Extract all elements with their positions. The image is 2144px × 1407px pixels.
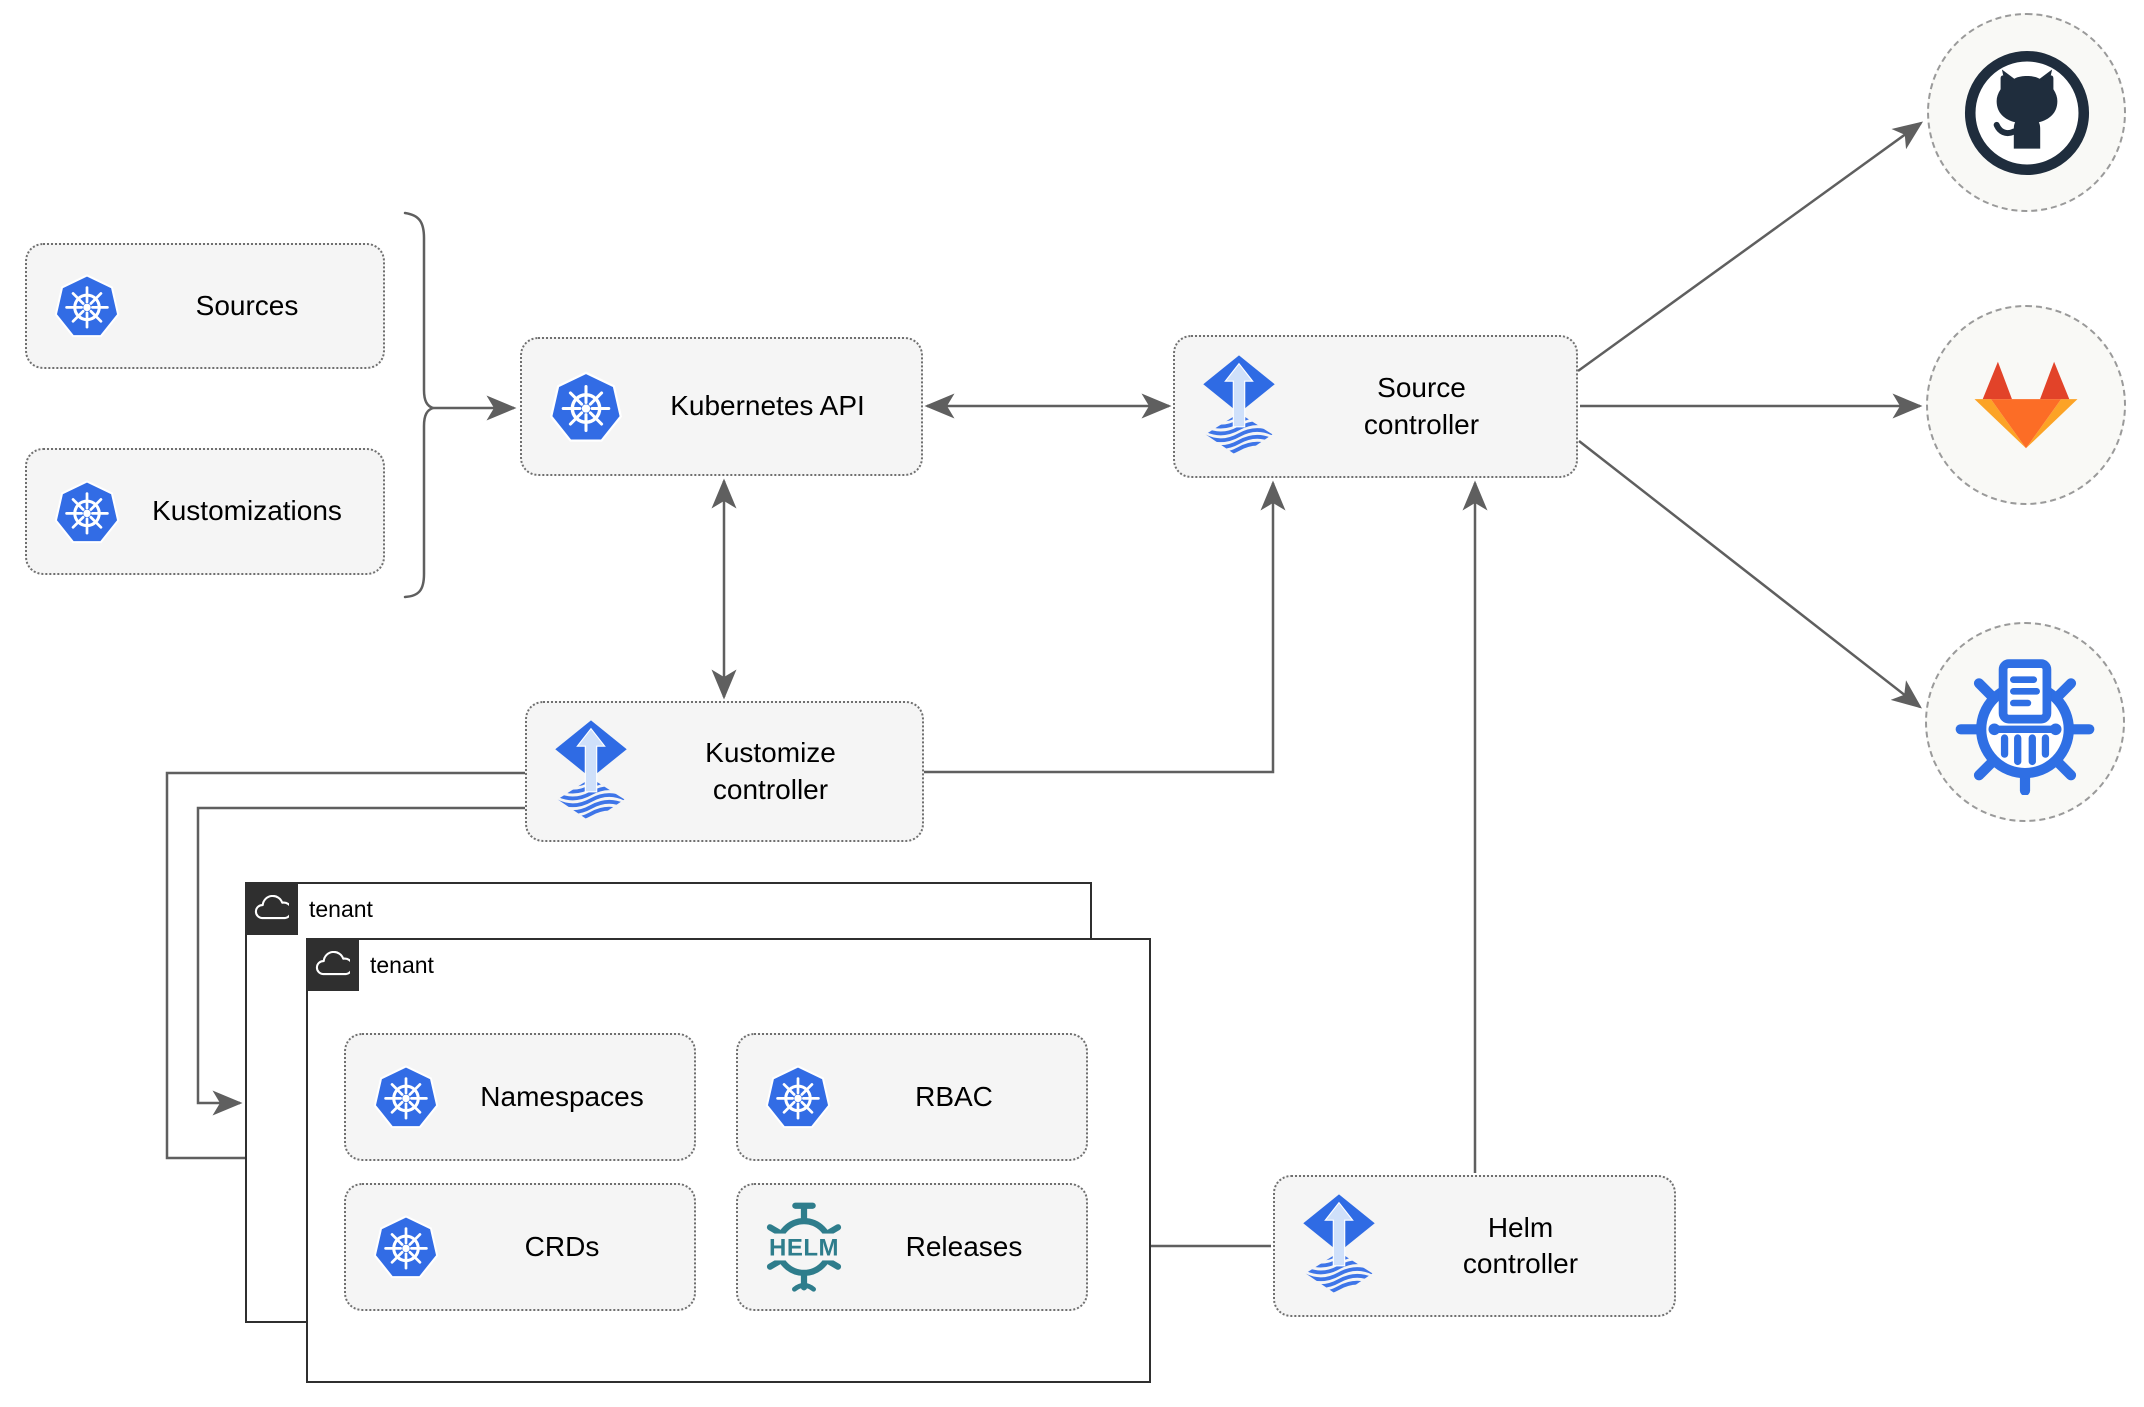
tenant-outer-label: tenant xyxy=(309,896,373,922)
node-crds: CRDs xyxy=(344,1183,696,1311)
kubernetes-icon xyxy=(372,1063,440,1131)
edge-kustomizectrl-sourcectrl xyxy=(924,480,1286,774)
edge-sourcectrl-registry xyxy=(1578,440,1922,709)
edge-kustomizectrl-tenant-outer xyxy=(196,806,525,1116)
gitlab-icon xyxy=(1974,361,2078,449)
node-label: Kustomize controller xyxy=(705,737,836,805)
helm-icon xyxy=(756,1199,852,1295)
node-label: Helm controller xyxy=(1462,1211,1579,1279)
cloud-icon xyxy=(254,895,289,920)
node-label: Source controller xyxy=(1363,372,1480,440)
kubernetes-icon xyxy=(53,272,121,340)
node-helm-controller: Helm controller xyxy=(1273,1175,1676,1317)
node-label: Kustomizations xyxy=(152,495,342,527)
node-kustomizations: Kustomizations xyxy=(25,448,385,575)
kubernetes-icon xyxy=(764,1063,832,1131)
tenant-inner-tab xyxy=(305,937,359,991)
node-kustomize-controller: Kustomize controller xyxy=(525,701,924,842)
node-label: RBAC xyxy=(915,1080,993,1112)
node-kubernetes-api: Kubernetes API xyxy=(520,337,923,476)
endpoint-gitlab xyxy=(1926,305,2126,505)
github-icon xyxy=(1961,47,2093,179)
endpoint-github xyxy=(1927,13,2126,212)
node-namespaces: Namespaces xyxy=(344,1033,696,1161)
node-label: Sources xyxy=(195,289,299,321)
tenant-inner-label: tenant xyxy=(370,952,434,978)
ship-wheel-document-icon xyxy=(1952,649,2098,795)
node-label: CRDs xyxy=(524,1230,600,1262)
kubernetes-icon xyxy=(53,478,121,546)
endpoint-registry xyxy=(1925,622,2125,822)
node-label: Kubernetes API xyxy=(670,390,865,422)
flux-icon xyxy=(553,715,629,829)
brace xyxy=(403,211,437,599)
node-sources: Sources xyxy=(25,243,385,369)
node-source-controller: Source controller xyxy=(1173,335,1578,478)
node-label: Namespaces xyxy=(480,1080,644,1112)
tenant-outer-tab xyxy=(244,881,298,935)
edge-kustomizectrl-tenant-inner xyxy=(165,771,525,1171)
cloud-icon xyxy=(315,951,350,976)
node-releases: Releases xyxy=(736,1183,1088,1311)
edge-sourcectrl-github xyxy=(1577,121,1924,373)
kubernetes-icon xyxy=(372,1213,440,1281)
node-rbac: RBAC xyxy=(736,1033,1088,1161)
flux-icon xyxy=(1301,1189,1377,1303)
flux-icon xyxy=(1201,350,1277,464)
node-label: Releases xyxy=(905,1230,1023,1262)
kubernetes-icon xyxy=(548,369,624,445)
